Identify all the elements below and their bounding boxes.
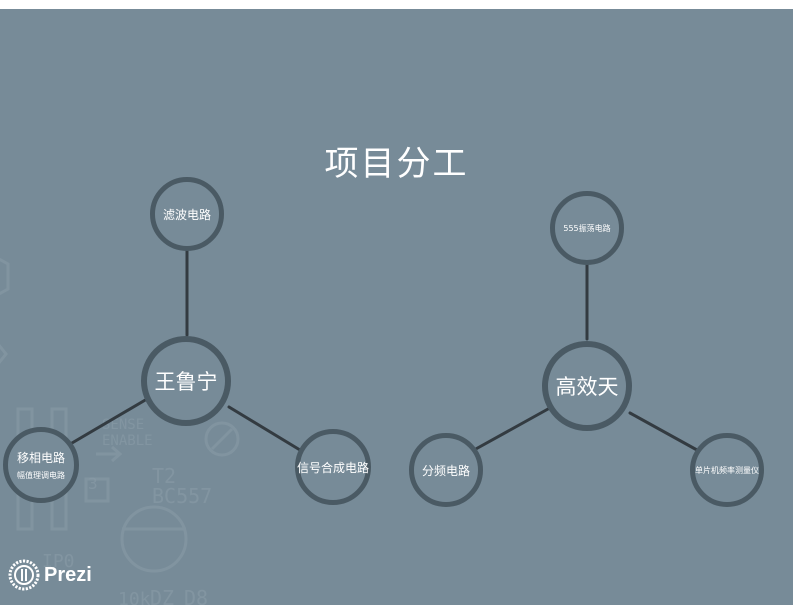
link-hub1-leaf-left	[70, 397, 149, 445]
svg-text:3: 3	[88, 474, 98, 493]
svg-text:SENSE: SENSE	[102, 417, 144, 433]
leaf-node-label: 555振荡电路	[563, 223, 611, 233]
prezi-logo-text: Prezi	[44, 563, 92, 586]
svg-text:DZ: DZ	[150, 586, 174, 605]
svg-text:BC557: BC557	[152, 484, 212, 508]
leaf-node-label: 单片机频率测量仪	[695, 465, 759, 475]
hub-node-1[interactable]: 王鲁宁	[141, 336, 231, 426]
leaf-node-label: 分频电路	[421, 463, 470, 478]
leaf-node-filter[interactable]: 滤波电路	[150, 177, 224, 251]
prezi-logo: Prezi	[8, 559, 92, 591]
svg-text:IP0: IP0	[42, 551, 75, 572]
circuit-background-decoration: T2 BC557 SENSE ENABLE IP0 3 10k DZ D8	[0, 257, 240, 605]
svg-text:10k: 10k	[118, 589, 151, 605]
hub-node-label: 王鲁宁	[154, 370, 218, 394]
leaf-node-phase-shift[interactable]: 移相电路 幅值理调电路	[3, 427, 79, 503]
leaf-node-signal-synthesis[interactable]: 信号合成电路	[295, 429, 371, 505]
svg-text:D8: D8	[184, 586, 208, 605]
hub-node-label: 高效天	[555, 375, 619, 399]
slide-title: 项目分工	[324, 144, 469, 184]
link-hub1-leaf-right	[227, 405, 302, 452]
leaf-node-label: 滤波电路	[162, 207, 211, 222]
link-hub2-leaf-left	[472, 407, 550, 452]
leaf-node-mcu-frequency-meter[interactable]: 单片机频率测量仪	[690, 433, 764, 507]
leaf-node-label: 信号合成电路	[297, 460, 370, 475]
link-hub2-leaf-right	[628, 411, 699, 452]
leaf-node-555-oscillator[interactable]: 555振荡电路	[550, 191, 624, 265]
hub-node-2[interactable]: 高效天	[542, 341, 632, 431]
svg-text:ENABLE: ENABLE	[102, 433, 153, 449]
svg-text:T2: T2	[152, 464, 176, 488]
slide-canvas: T2 BC557 SENSE ENABLE IP0 3 10k DZ D8 项目…	[0, 9, 793, 605]
diagram-links	[70, 248, 699, 452]
leaf-node-label: 移相电路	[16, 451, 65, 465]
leaf-node-frequency-divider[interactable]: 分频电路	[409, 433, 483, 507]
leaf-node-sublabel: 幅值理调电路	[17, 471, 65, 480]
prezi-logo-icon	[8, 559, 40, 591]
